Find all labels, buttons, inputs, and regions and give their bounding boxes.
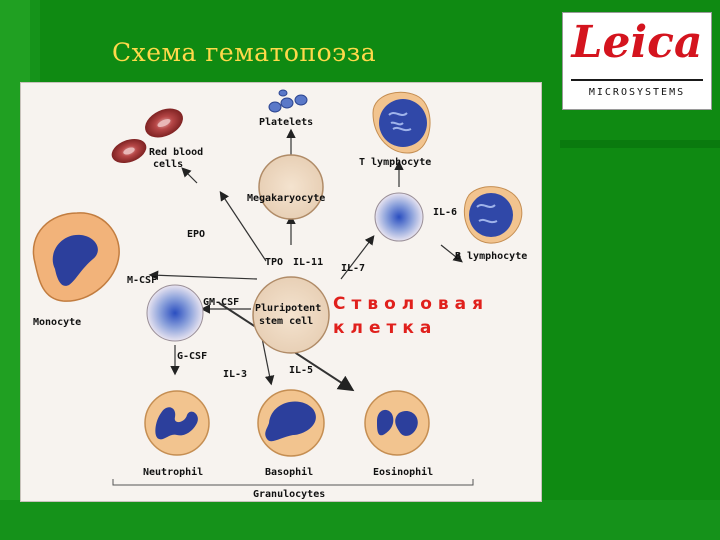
factor-mcsf-label: M-CSF bbox=[127, 275, 157, 286]
b-lymphocyte-icon bbox=[463, 186, 523, 244]
factor-il11-label: IL-11 bbox=[293, 257, 323, 268]
platelets-icon bbox=[268, 89, 308, 113]
logo-rule bbox=[571, 79, 703, 81]
pluripotent-stem-cell-icon bbox=[252, 276, 330, 354]
neutrophil-icon bbox=[144, 390, 210, 456]
eosinophil-label: Eosinophil bbox=[373, 466, 433, 478]
stem-cell-russian-label-2: клетка bbox=[333, 318, 437, 338]
granulocytes-label: Granulocytes bbox=[253, 489, 325, 500]
t-lymphocyte-label: T lymphocyte bbox=[359, 157, 431, 168]
basophil-icon bbox=[257, 389, 325, 457]
monocyte-label: Monocyte bbox=[33, 317, 81, 328]
factor-tpo-label: TPO bbox=[265, 257, 283, 268]
factor-epo-label: EPO bbox=[187, 229, 205, 240]
logo-subtitle: MICROSYSTEMS bbox=[588, 87, 686, 98]
red-blood-cells-label-2: cells bbox=[153, 159, 183, 170]
hematopoiesis-diagram: Platelets Red blood cells T lymphocyte M… bbox=[20, 82, 542, 502]
factor-il5-label: IL-5 bbox=[289, 365, 313, 376]
slide-title: Схема гематопоэза bbox=[112, 38, 377, 67]
t-lymphocyte-icon bbox=[372, 91, 431, 154]
b-lymphocyte-label: B lymphocyte bbox=[455, 251, 527, 262]
logo-wordmark: Leica bbox=[571, 17, 703, 68]
factor-il7-label: IL-7 bbox=[341, 263, 365, 274]
factor-il3-label: IL-3 bbox=[223, 369, 247, 380]
basophil-label: Basophil bbox=[265, 466, 313, 478]
granulocytes-bracket bbox=[112, 479, 474, 486]
red-blood-cells-icon bbox=[111, 108, 183, 164]
lymphoid-progenitor-icon bbox=[374, 192, 424, 242]
platelets-label: Platelets bbox=[259, 117, 313, 128]
megakaryocyte-icon bbox=[258, 154, 324, 220]
stem-cell-label-2: stem cell bbox=[259, 316, 313, 327]
megakaryocyte-label: Megakaryocyte bbox=[247, 193, 325, 204]
stem-cell-label: Pluripotent bbox=[255, 302, 321, 314]
eosinophil-icon bbox=[364, 390, 430, 456]
stem-cell-russian-label: Стволовая bbox=[333, 294, 489, 314]
leica-logo: Leica MICROSYSTEMS bbox=[562, 12, 712, 110]
factor-il6-label: IL-6 bbox=[433, 207, 457, 218]
factor-gmcsf-label: GM-CSF bbox=[203, 297, 239, 308]
red-blood-cells-label: Red blood bbox=[149, 147, 203, 158]
factor-gcsf-label: G-CSF bbox=[177, 351, 207, 362]
myeloid-progenitor-icon bbox=[146, 284, 204, 342]
monocyte-icon bbox=[32, 212, 120, 302]
neutrophil-label: Neutrophil bbox=[143, 466, 203, 478]
